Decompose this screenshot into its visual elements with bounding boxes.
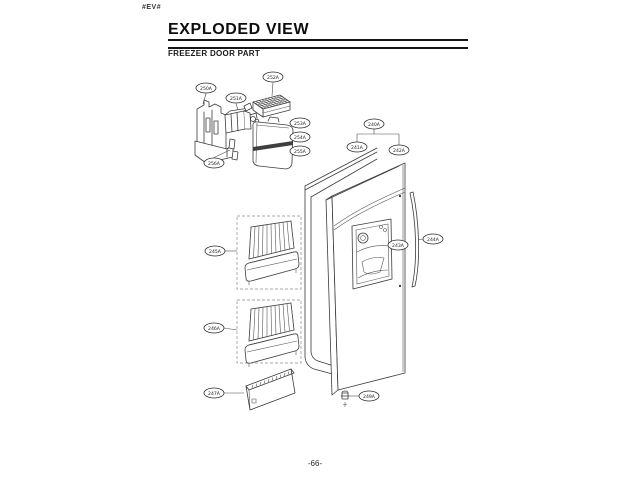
callout-label: 252A	[267, 75, 280, 81]
door-handle-drawing	[409, 191, 420, 288]
callout-ice-bin-3: 255A	[289, 145, 311, 157]
callout-ice-fittings: 256A	[203, 157, 225, 169]
ice-bin-drawing	[252, 116, 294, 170]
callout-label: 241A	[351, 145, 364, 151]
callout-label: 251A	[230, 96, 243, 102]
ice-maker-unit-drawing	[224, 102, 260, 134]
callout-handle: 244A	[422, 233, 444, 245]
callout-label: 256A	[208, 161, 221, 167]
callout-label: 250A	[200, 86, 213, 92]
callout-dispenser: 243A	[387, 239, 409, 251]
door-bin-drawing	[245, 368, 296, 411]
callout-label: 247A	[208, 391, 221, 397]
door-gasket-drawing	[304, 147, 378, 376]
callout-door-foam: 242A	[388, 144, 410, 156]
callout-ice-bin-1: 253A	[289, 117, 311, 129]
upper-wire-basket-drawing	[244, 220, 300, 285]
leader-ice-maker	[235, 103, 239, 111]
callout-label: 244A	[427, 237, 440, 243]
section-subtitle: FREEZER DOOR PART	[168, 49, 261, 58]
lower-basket-box	[236, 299, 302, 364]
door-cap-drawing	[340, 390, 350, 407]
callout-label: 245A	[209, 249, 222, 255]
upper-basket-box	[236, 215, 302, 290]
callout-label: 246A	[208, 326, 221, 332]
callout-door-cap: 249A	[358, 390, 380, 402]
leader-handle	[417, 238, 424, 241]
page-title: EXPLODED VIEW	[168, 21, 310, 38]
ice-maker-bracket-drawing	[194, 99, 234, 164]
callout-door-assembly: 240A	[363, 118, 385, 130]
callout-label: 243A	[392, 243, 405, 249]
callout-label: 242A	[393, 148, 406, 154]
ice-cube-tray-drawing	[252, 94, 291, 118]
callout-ice-tray: 252A	[262, 71, 284, 83]
callout-label: 249A	[363, 394, 376, 400]
leader-lower-basket	[223, 327, 238, 331]
lower-wire-basket-drawing	[244, 302, 300, 368]
callout-upper-basket: 245A	[204, 245, 226, 257]
door-callout-bracket	[356, 129, 400, 145]
ice-maker-fittings-drawing	[228, 138, 239, 161]
callout-label: 255A	[294, 149, 307, 155]
callout-gasket: 241A	[346, 141, 368, 153]
page-number: -66-	[307, 459, 323, 468]
dispenser-recess-drawing	[351, 218, 393, 290]
callout-label: 253A	[294, 121, 307, 127]
callout-ice-bin-2: 254A	[289, 131, 311, 143]
callout-ice-bracket: 250A	[195, 82, 217, 94]
callout-ice-maker: 251A	[225, 92, 247, 104]
leader-ice-tray	[271, 82, 274, 97]
callout-door-bin: 247A	[203, 387, 225, 399]
leader-ice-fittings	[213, 149, 231, 158]
title-underline	[168, 39, 468, 49]
callout-lower-basket: 246A	[203, 322, 225, 334]
leader-ice-bracket	[202, 93, 207, 105]
doc-code: #EV#	[142, 4, 162, 11]
callout-label: 254A	[294, 135, 307, 141]
callout-label: 240A	[368, 122, 381, 128]
